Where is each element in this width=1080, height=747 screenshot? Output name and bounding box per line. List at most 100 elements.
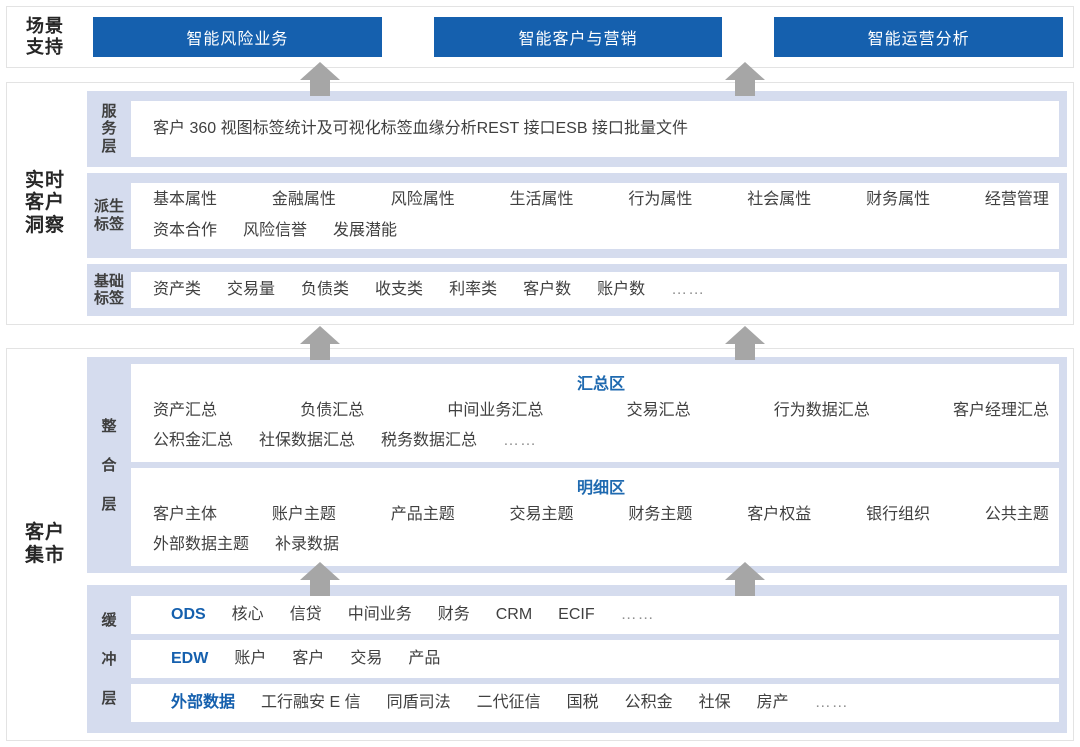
ods-item-list: ODS 核心 信贷 中间业务 财务 CRM ECIF …… xyxy=(171,600,681,630)
detail-zone-title: 明细区 xyxy=(576,479,625,497)
list-item[interactable]: 公积金汇总 xyxy=(153,432,234,449)
service-layer-box: 客户 360 视图 标签统计及可视化 标签血缘分析 REST 接口 ESB 接口… xyxy=(131,101,1059,157)
derived-tags-body: 基本属性 金融属性 风险属性 生活属性 行为属性 社会属性 财务属性 经营管理 … xyxy=(131,173,1067,258)
list-item[interactable]: 外部数据主题 xyxy=(153,536,250,553)
summary-item-row-2: 公积金汇总 社保数据汇总 税务数据汇总 …… xyxy=(153,426,1049,456)
list-item[interactable]: 同盾司法 xyxy=(386,693,451,711)
buffer-label-char-1: 缓 xyxy=(101,611,117,629)
list-item[interactable]: 利率类 xyxy=(449,280,498,298)
list-item[interactable]: 负债类 xyxy=(301,280,350,298)
list-item[interactable]: 公共主题 xyxy=(984,505,1049,523)
summary-zone-title: 汇总区 xyxy=(576,375,625,393)
list-item[interactable]: ESB 接口 xyxy=(555,119,624,137)
edw-label[interactable]: EDW xyxy=(171,649,209,667)
list-item[interactable]: 财务属性 xyxy=(866,191,931,209)
ods-label[interactable]: ODS xyxy=(171,605,206,623)
list-item[interactable]: 标签统计及可视化 xyxy=(252,119,381,137)
service-item-list: 客户 360 视图 标签统计及可视化 标签血缘分析 REST 接口 ESB 接口… xyxy=(153,114,688,144)
list-item[interactable]: 基本属性 xyxy=(153,191,218,209)
list-item[interactable]: 公积金 xyxy=(624,693,673,711)
insight-label-line-3: 洞察 xyxy=(24,214,65,236)
list-item[interactable]: 经营管理 xyxy=(984,191,1049,209)
list-item[interactable]: 批量文件 xyxy=(623,119,688,137)
list-item[interactable]: 交易 xyxy=(350,649,383,667)
list-item[interactable]: 金融属性 xyxy=(271,191,336,209)
arrow-up-icon xyxy=(298,60,342,96)
ellipsis-marker: …… xyxy=(814,693,849,711)
list-item[interactable]: 信贷 xyxy=(289,605,322,623)
list-item[interactable]: 税务数据汇总 xyxy=(381,432,478,449)
list-item[interactable]: 风险信誉 xyxy=(243,221,308,239)
list-item[interactable]: 客户 xyxy=(292,649,325,667)
list-item[interactable]: 核心 xyxy=(231,605,264,623)
edw-item-list: EDW 账户 客户 交易 产品 xyxy=(171,644,466,674)
scenario-support-panel: 场景 支持 智能风险业务 智能客户与营销 智能运营分析 xyxy=(6,6,1074,68)
scenario-button-operations-analytics[interactable]: 智能运营分析 xyxy=(774,17,1064,57)
buffer-label-char-3: 层 xyxy=(101,689,117,707)
list-item[interactable]: 客户数 xyxy=(523,280,572,298)
integration-layer-group: 整 合 层 汇总区 资产汇总 负债汇总 中间业务汇总 交易汇总 行为数据汇总 客… xyxy=(87,357,1067,573)
list-item[interactable]: 交易量 xyxy=(227,280,276,298)
derived-item-row-1: 基本属性 金融属性 风险属性 生活属性 行为属性 社会属性 财务属性 经营管理 xyxy=(153,185,1049,215)
list-item[interactable]: 财务 xyxy=(437,605,470,623)
basic-label-line-1: 基础 xyxy=(93,272,124,290)
list-item[interactable]: 生活属性 xyxy=(509,191,574,209)
list-item[interactable]: 中间业务汇总 xyxy=(447,401,544,419)
scenario-button-risk[interactable]: 智能风险业务 xyxy=(93,17,382,57)
list-item[interactable]: 资产汇总 xyxy=(153,401,218,419)
list-item[interactable]: 客户经理汇总 xyxy=(952,401,1049,419)
list-item[interactable]: 资本合作 xyxy=(153,221,218,239)
ods-row-box: ODS 核心 信贷 中间业务 财务 CRM ECIF …… xyxy=(131,596,1059,634)
list-item[interactable]: 风险属性 xyxy=(390,191,455,209)
list-item[interactable]: 客户主体 xyxy=(153,505,218,523)
list-item[interactable]: 国税 xyxy=(566,693,599,711)
list-item[interactable]: 交易汇总 xyxy=(626,401,691,419)
list-item[interactable]: ECIF xyxy=(558,605,595,623)
ellipsis-marker: …… xyxy=(620,605,655,623)
integration-label-char-1: 整 xyxy=(101,417,117,435)
list-item[interactable]: 收支类 xyxy=(375,280,424,298)
insight-label-line-1: 实时 xyxy=(24,169,65,191)
derived-tags-box: 基本属性 金融属性 风险属性 生活属性 行为属性 社会属性 财务属性 经营管理 … xyxy=(131,182,1059,249)
list-item[interactable]: 客户 360 视图 xyxy=(153,119,253,137)
list-item[interactable]: 财务主题 xyxy=(628,505,693,523)
list-item[interactable]: 账户 xyxy=(234,649,267,667)
list-item[interactable]: 银行组织 xyxy=(866,505,931,523)
list-item[interactable]: 交易主题 xyxy=(509,505,574,523)
list-item[interactable]: 负债汇总 xyxy=(300,401,365,419)
list-item[interactable]: 资产类 xyxy=(153,280,202,298)
customer-mart-panel: 客户 集市 整 合 层 汇总区 资产汇总 负债汇总 中间业务汇总 xyxy=(6,348,1074,741)
list-item[interactable]: 工行融安 E 信 xyxy=(261,693,361,711)
list-item[interactable]: 产品 xyxy=(408,649,441,667)
list-item[interactable]: 账户主题 xyxy=(271,505,336,523)
arrow-up-icon xyxy=(298,560,342,596)
scenario-button-customer-marketing[interactable]: 智能客户与营销 xyxy=(433,17,723,57)
customer-mart-label: 客户 集市 xyxy=(7,349,83,740)
basic-label-line-2: 标签 xyxy=(93,290,124,307)
list-item[interactable]: CRM xyxy=(495,605,533,623)
list-item[interactable]: 房产 xyxy=(756,693,789,711)
list-item[interactable]: 发展潜能 xyxy=(333,221,398,239)
basic-item-list: 资产类 交易量 负债类 收支类 利率类 客户数 账户数 …… xyxy=(153,275,731,305)
list-item[interactable]: 行为数据汇总 xyxy=(773,401,870,419)
external-data-label[interactable]: 外部数据 xyxy=(171,693,236,711)
list-item[interactable]: 账户数 xyxy=(597,280,646,298)
detail-item-row-2: 外部数据主题 补录数据 xyxy=(153,530,1049,560)
list-item[interactable]: 产品主题 xyxy=(390,505,455,523)
list-item[interactable]: 社保 xyxy=(698,693,731,711)
list-item[interactable]: 标签血缘分析 xyxy=(380,119,477,137)
derived-label-line-1: 派生 xyxy=(93,198,124,216)
list-item[interactable]: REST 接口 xyxy=(476,119,556,137)
derived-label-line-2: 标签 xyxy=(93,215,124,233)
integration-label-char-2: 合 xyxy=(101,456,117,474)
list-item[interactable]: 补录数据 xyxy=(275,536,340,553)
list-item[interactable]: 行为属性 xyxy=(628,191,693,209)
list-item[interactable]: 社会属性 xyxy=(747,191,812,209)
buffer-layer-group: 缓 冲 层 ODS 核心 信贷 中间业务 财务 CRM ECIF …… xyxy=(87,585,1067,733)
list-item[interactable]: 社保数据汇总 xyxy=(259,432,356,449)
list-item[interactable]: 客户权益 xyxy=(747,505,812,523)
list-item[interactable]: 中间业务 xyxy=(347,605,412,623)
basic-tags-group: 基础 标签 资产类 交易量 负债类 收支类 利率类 客户数 账户数 …… xyxy=(87,264,1067,316)
list-item[interactable]: 二代征信 xyxy=(476,693,541,711)
